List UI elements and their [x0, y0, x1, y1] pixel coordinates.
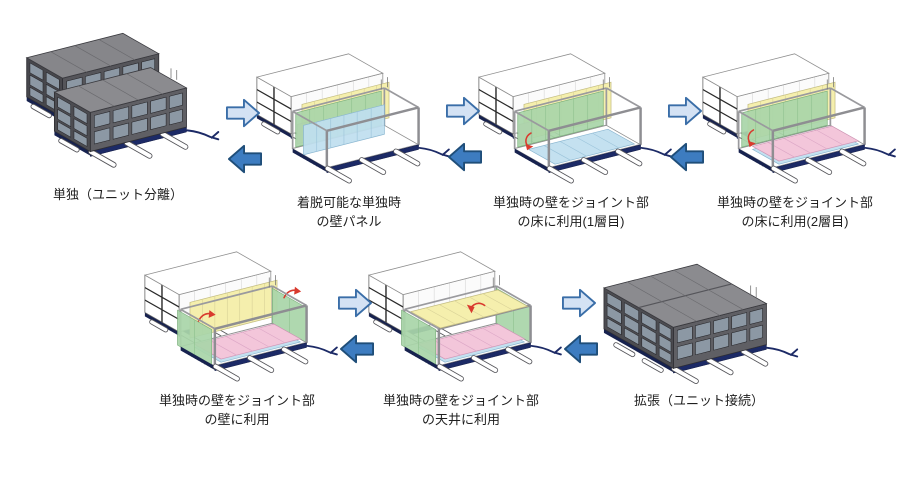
stage-detachable-panels: 着脱可能な単独時 の壁パネル: [246, 52, 452, 232]
floor-layer1-illustration: [477, 53, 672, 184]
stage-caption: 単独時の壁をジョイント部 の床に利用(2層目): [716, 195, 873, 229]
stage-ceiling-reuse: 単独時の壁をジョイント部 の天井に利用: [358, 250, 564, 430]
stage-caption: 単独時の壁をジョイント部 の壁に利用: [158, 393, 315, 427]
left-block-arrow: [447, 142, 482, 172]
stage-caption: 単独時の壁をジョイント部 の床に利用(1層目): [492, 195, 649, 229]
floor-layer2-illustration: [701, 53, 896, 184]
right-block-arrow: [562, 288, 596, 318]
stage-caption: 単独時の壁をジョイント部 の天井に利用: [382, 393, 539, 427]
left-block-arrow: [339, 334, 374, 364]
backward-arrow-icon: [228, 144, 262, 174]
ceiling-reuse-illustration: [367, 251, 562, 382]
left-block-arrow: [670, 142, 704, 172]
left-block-arrow: [564, 334, 598, 364]
forward-arrow-icon: [226, 98, 260, 128]
stage-caption: 単独（ユニット分離）: [52, 187, 183, 202]
right-block-arrow: [668, 96, 702, 126]
backward-arrow-icon: [447, 142, 482, 172]
separated-units-illustration: [25, 32, 220, 168]
stage-floor-layer1: 単独時の壁をジョイント部 の床に利用(1層目): [468, 52, 674, 232]
expanded-unit-illustration: [602, 263, 799, 384]
wall-reuse-illustration: [143, 251, 338, 382]
forward-arrow-icon: [445, 96, 480, 126]
backward-arrow-icon: [564, 334, 598, 364]
left-block-arrow: [228, 144, 262, 174]
stage-wall-reuse: 単独時の壁をジョイント部 の壁に利用: [134, 250, 340, 430]
stage-caption: 着脱可能な単独時 の壁パネル: [296, 195, 401, 229]
forward-arrow-icon: [337, 288, 372, 318]
right-block-arrow: [226, 98, 260, 128]
right-block-arrow: [445, 96, 480, 126]
forward-arrow-icon: [562, 288, 596, 318]
stage-separated-units: 単独（ユニット分離）: [12, 26, 224, 205]
stage-floor-layer2: 単独時の壁をジョイント部 の床に利用(2層目): [692, 52, 898, 232]
detachable-panels-illustration: [255, 53, 450, 184]
backward-arrow-icon: [670, 142, 704, 172]
right-block-arrow: [337, 288, 372, 318]
backward-arrow-icon: [339, 334, 374, 364]
stage-caption: 拡張（ユニット接続）: [633, 393, 764, 408]
stage-expanded-unit: 拡張（ユニット接続）: [592, 250, 806, 411]
forward-arrow-icon: [668, 96, 702, 126]
